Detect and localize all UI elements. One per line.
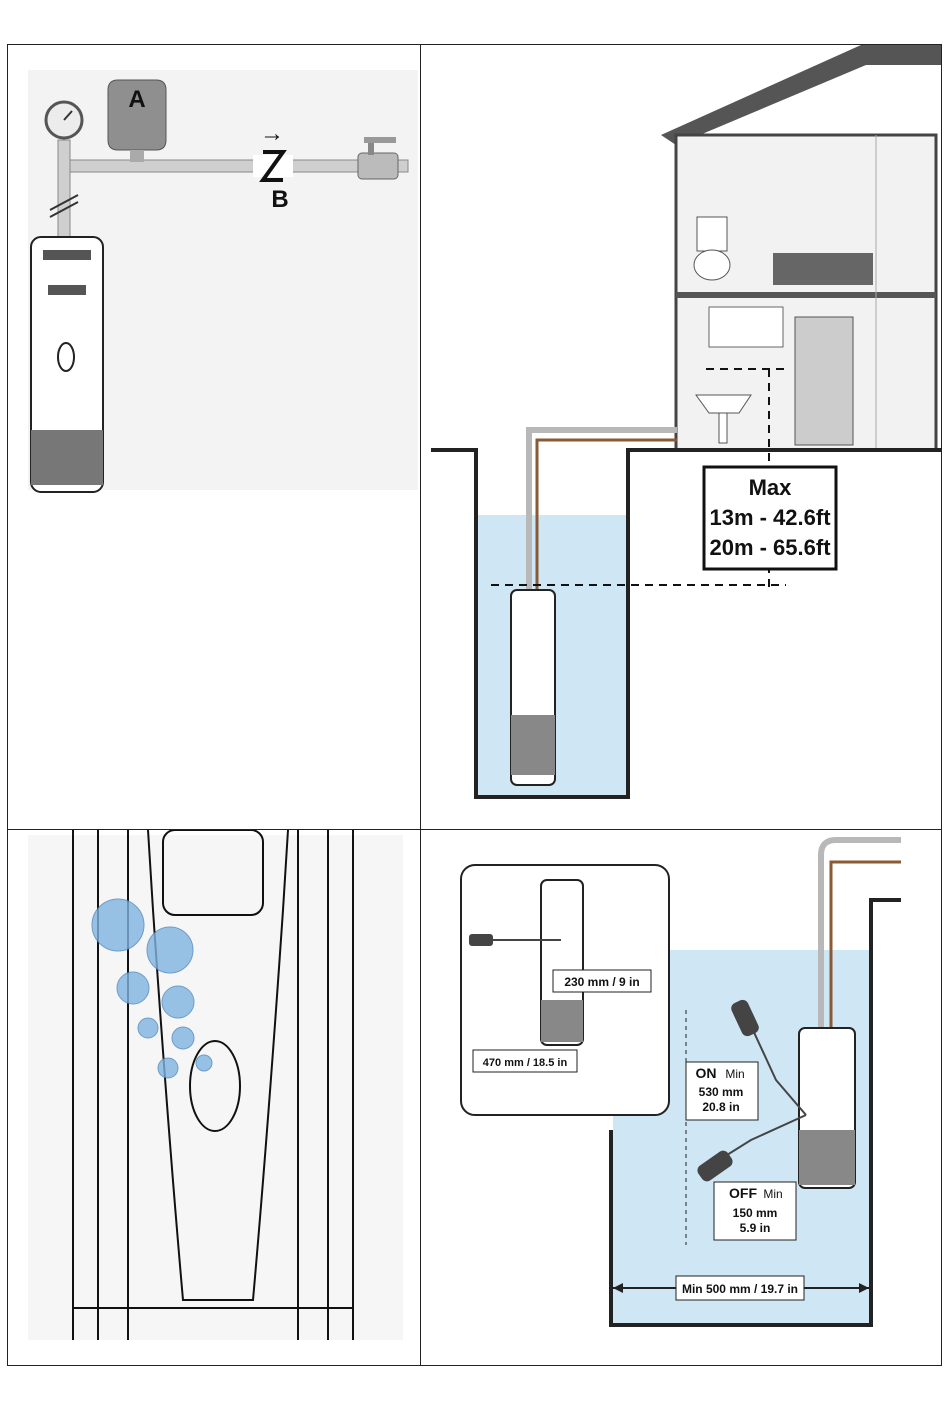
off-title: OFF — [729, 1185, 757, 1201]
panel-background — [28, 835, 403, 1340]
pump-icon — [511, 590, 555, 785]
panel-float-switch: 230 mm / 9 in 470 mm / 18.5 in ON Min 53… — [421, 830, 941, 1365]
label-b: B — [271, 186, 288, 213]
horizontal-pipe — [58, 160, 408, 172]
bathtub-icon — [773, 253, 873, 285]
min-width-label: Min 500 mm / 19.7 in — [682, 1282, 798, 1296]
on-in: 20.8 in — [702, 1100, 739, 1114]
pump-icon — [31, 237, 103, 492]
panel-house-well: Max 13m - 42.6ft 20m - 65.6ft — [421, 45, 941, 829]
inset-dimension-1: 230 mm / 9 in — [564, 975, 639, 989]
max-title: Max — [749, 475, 793, 500]
check-valve-icon — [253, 152, 293, 180]
shower-cabin-icon — [795, 317, 853, 445]
on-min: Min — [725, 1067, 744, 1081]
flow-arrow-icon: → — [260, 120, 284, 147]
on-mm: 530 mm — [699, 1085, 744, 1099]
max-line-2: 20m - 65.6ft — [709, 535, 831, 560]
label-a: A — [128, 86, 145, 113]
inset-dimension-2: 470 mm / 18.5 in — [483, 1057, 568, 1069]
off-min: Min — [763, 1187, 782, 1201]
on-title: ON — [696, 1065, 717, 1081]
mirror-icon — [709, 307, 783, 347]
pressure-gauge-icon — [46, 102, 82, 138]
vertical-pipe — [58, 140, 70, 240]
off-in: 5.9 in — [740, 1221, 771, 1235]
max-line-1: 13m - 42.6ft — [709, 505, 831, 530]
off-mm: 150 mm — [733, 1206, 778, 1220]
panel-pump-closeup — [8, 830, 420, 1365]
panel-installation-plumbing: A → B — [8, 45, 420, 829]
toilet-icon — [694, 217, 730, 280]
pump-icon — [799, 1028, 855, 1188]
